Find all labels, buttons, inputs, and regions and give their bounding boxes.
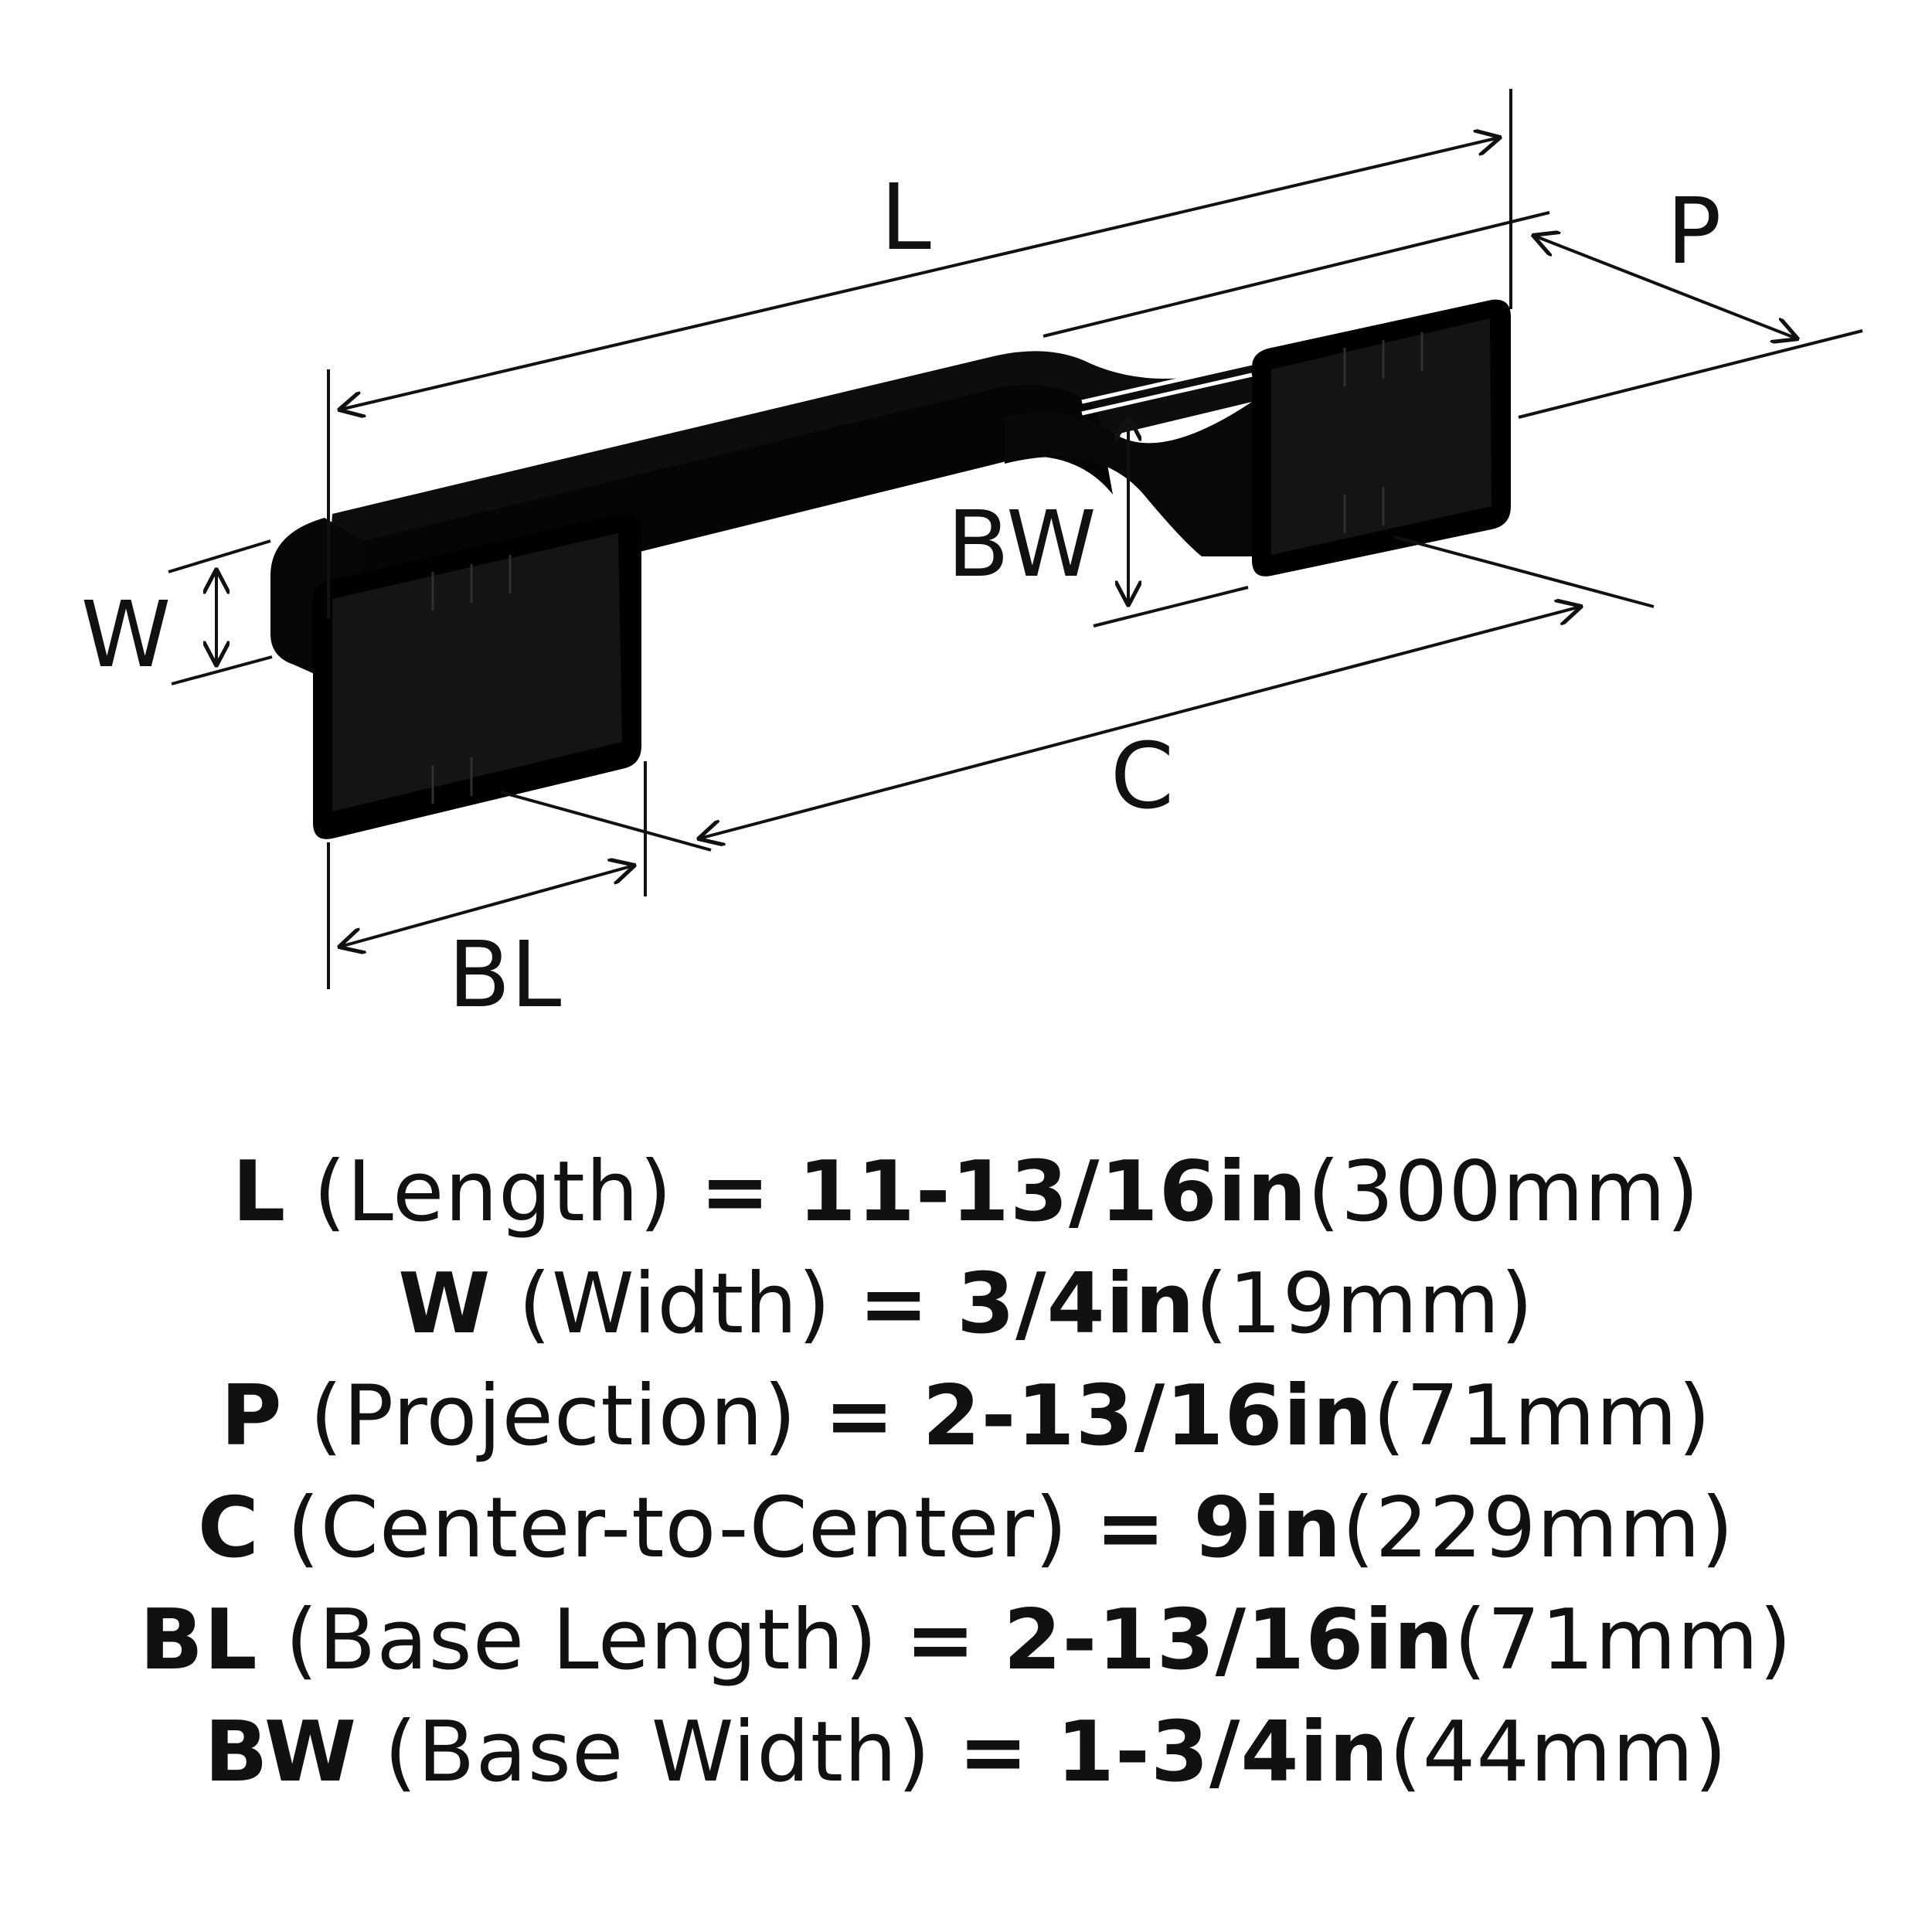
c-extension-right: [1394, 536, 1655, 608]
label-p: P: [1666, 178, 1721, 284]
left-base-plate-bevel: [332, 533, 622, 811]
dimension-lines: [168, 89, 1863, 989]
spec-metric: (229mm): [1342, 1480, 1735, 1577]
label-l: L: [880, 164, 931, 270]
spec-name: (Base Length): [285, 1592, 879, 1689]
spec-equals: =: [824, 1368, 896, 1464]
label-c: C: [1111, 723, 1174, 829]
spec-metric: (71mm): [1454, 1592, 1793, 1689]
l-dimension-line: [340, 138, 1499, 410]
spec-name: (Length): [313, 1144, 673, 1240]
spec-code: C: [197, 1480, 260, 1577]
spec-metric: (300mm): [1307, 1144, 1700, 1240]
left-base-details: [431, 555, 512, 804]
spec-line-width: W (Width) = 3/4in(19mm): [0, 1248, 1932, 1360]
bl-dimension-line: [340, 866, 634, 947]
spec-equals: =: [1095, 1480, 1166, 1577]
spec-imperial: 9in: [1193, 1480, 1342, 1577]
label-bw: BW: [947, 491, 1096, 597]
spec-name: (Center-to-Center): [287, 1480, 1069, 1577]
label-w: W: [81, 581, 172, 688]
spec-imperial: 1-3/4in: [1056, 1704, 1389, 1801]
spec-code: BW: [204, 1704, 357, 1801]
spec-imperial: 11-13/16in: [798, 1144, 1308, 1240]
w-extension-bottom: [171, 655, 273, 685]
spec-code: BL: [139, 1592, 258, 1689]
spec-equals: =: [859, 1256, 930, 1352]
p-extension-bottom: [1518, 329, 1863, 419]
towel-bar-product: [270, 299, 1511, 839]
spec-metric: (44mm): [1389, 1704, 1728, 1801]
spec-line-length: L (Length) = 11-13/16in(300mm): [0, 1136, 1932, 1248]
spec-line-base-width: BW (Base Width) = 1-3/4in(44mm): [0, 1696, 1932, 1808]
label-bl: BL: [448, 921, 562, 1028]
spec-line-center-to-center: C (Center-to-Center) = 9in(229mm): [0, 1472, 1932, 1584]
c-dimension-line: [699, 607, 1580, 838]
spec-metric: (71mm): [1372, 1368, 1712, 1464]
spec-line-base-length: BL (Base Length) = 2-13/16in(71mm): [0, 1584, 1932, 1696]
spec-metric: (19mm): [1195, 1256, 1534, 1352]
w-extension-top: [168, 539, 271, 573]
spec-code: P: [220, 1368, 283, 1464]
bw-extension-bottom: [1093, 586, 1249, 628]
spec-equals: =: [699, 1144, 771, 1240]
spec-equals: =: [905, 1592, 977, 1689]
spec-name: (Projection): [309, 1368, 798, 1464]
spec-name: (Width): [518, 1256, 832, 1352]
spec-code: L: [232, 1144, 287, 1240]
p-extension-top: [1043, 211, 1550, 338]
spec-name: (Base Width): [384, 1704, 931, 1801]
p-dimension-line: [1534, 236, 1797, 338]
product-dimension-diagram: L P W BW C BL: [81, 89, 1863, 1028]
spec-line-projection: P (Projection) = 2-13/16in(71mm): [0, 1360, 1932, 1472]
spec-code: W: [398, 1256, 492, 1352]
spec-imperial: 2-13/16in: [922, 1368, 1373, 1464]
dimension-spec-list: L (Length) = 11-13/16in(300mm) W (Width)…: [0, 1136, 1932, 1808]
c-extension-left: [500, 791, 712, 852]
spec-imperial: 3/4in: [956, 1256, 1196, 1352]
spec-equals: =: [958, 1704, 1029, 1801]
spec-imperial: 2-13/16in: [1003, 1592, 1454, 1689]
bw-extension-top: [1081, 361, 1253, 416]
